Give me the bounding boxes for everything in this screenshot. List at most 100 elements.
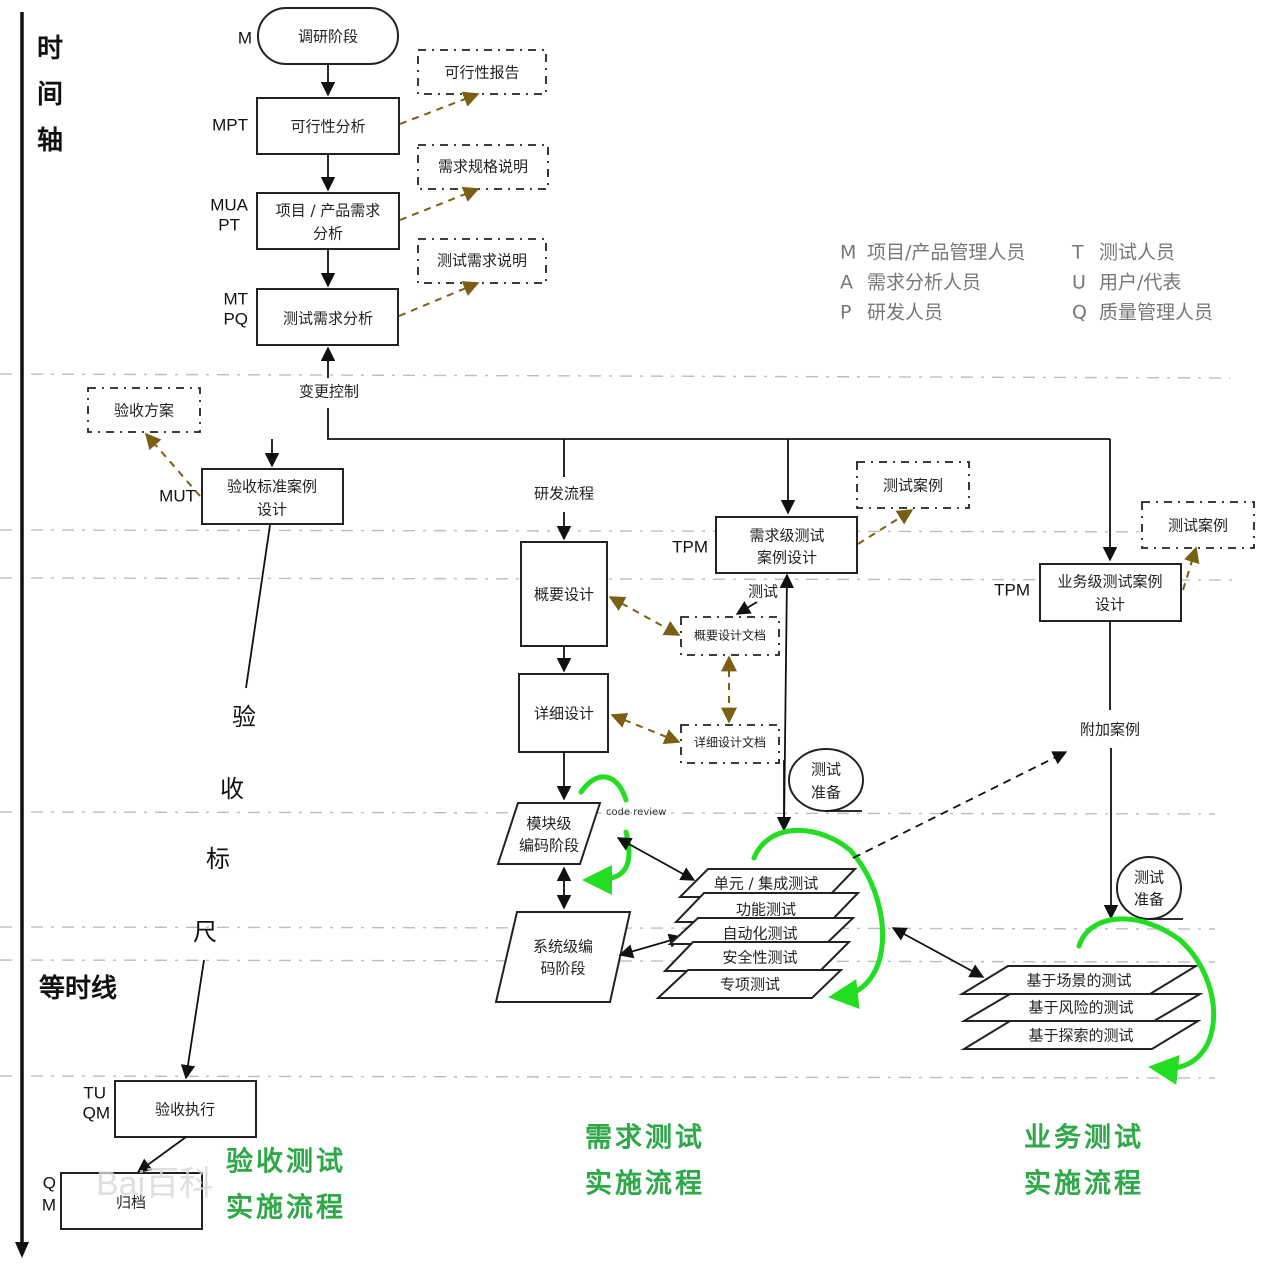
dev-flow-label: 研发流程 <box>534 485 594 503</box>
biz-test-cases-doc[interactable] <box>1141 501 1255 549</box>
acceptance-case-design-node[interactable] <box>201 468 344 525</box>
req-test-caption: 需求测试 <box>585 1123 705 1154</box>
req-test-cases-doc[interactable] <box>856 461 970 509</box>
feasibility-analysis-node[interactable] <box>256 97 400 155</box>
isochron-label: 等时线 <box>39 973 117 1004</box>
req-test-caption: 实施流程 <box>585 1168 705 1200</box>
outline-design-doc-label: 概要设计文档 <box>694 628 766 643</box>
system-coding-node[interactable] <box>494 911 632 1003</box>
detail-design-doc[interactable] <box>680 724 780 764</box>
acceptance-caption: 验收测试 <box>226 1146 346 1178</box>
module-coding-node[interactable] <box>496 802 602 865</box>
biz-test-cases-label: 测试案例 <box>1168 517 1228 535</box>
outline-design-label: 概要设计 <box>534 586 594 604</box>
test-requirement-analysis-label: 测试需求分析 <box>283 310 373 328</box>
extra-cases-label: 附加案例 <box>1080 721 1140 739</box>
role-tag: PT <box>218 215 240 234</box>
req-test-case-design-label: 案例设计 <box>757 549 817 567</box>
system-coding-label: 系统级编 <box>533 938 593 956</box>
legend-code: P <box>840 302 851 324</box>
output-arrow <box>144 432 201 497</box>
biz-test-prep-node[interactable] <box>1116 856 1182 920</box>
biz-test-case-design-label: 设计 <box>1095 596 1125 614</box>
development-flow: 研发流程 概要设计 详细设计 概要设计文档 详细设计文档 测试 模块级 编码阶段… <box>494 485 780 1003</box>
acceptance-plan-doc[interactable] <box>87 387 201 433</box>
biz-test-prep-label: 测试 <box>1134 869 1164 887</box>
code-review-curve-arrow <box>582 829 632 895</box>
test-layer-label: 专项测试 <box>720 976 780 994</box>
module-coding-label: 编码阶段 <box>519 837 579 855</box>
module-coding-label: 模块级 <box>526 815 571 833</box>
legend-code: U <box>1072 272 1086 294</box>
acceptance-caption: 实施流程 <box>226 1192 346 1224</box>
test-layer-label: 基于风险的测试 <box>1028 999 1133 1017</box>
biz-test-case-design-label: 业务级测试案例 <box>1057 573 1162 591</box>
code-review-label: code review <box>606 807 666 818</box>
unit-test-link-arrow <box>616 837 696 881</box>
biz-test-prep-label: 准备 <box>1134 891 1164 909</box>
axis-label-char: 轴 <box>37 126 63 156</box>
code-review-curve-top <box>578 774 629 803</box>
detail-design-node[interactable] <box>518 673 609 753</box>
legend-role: 用户/代表 <box>1099 272 1181 294</box>
test-layer-label: 安全性测试 <box>722 949 797 967</box>
role-tag: MT <box>223 289 248 308</box>
req-test-case-design-node[interactable] <box>715 516 858 574</box>
legend-code: A <box>840 272 853 294</box>
acceptance-flow: 验收方案 验收标准案例 设计 MUT 验 收 标 尺 验收执行 TU QM 归档… <box>42 387 346 1230</box>
ruler-label-char: 标 <box>206 845 230 873</box>
test-requirement-analysis-node[interactable] <box>256 288 399 346</box>
test-layer-label: 自动化测试 <box>722 925 797 943</box>
ruler-arrow <box>180 959 205 1080</box>
doc-link-arrow <box>610 712 681 745</box>
test-layer-label: 基于探索的测试 <box>1028 1027 1133 1045</box>
detail-design-doc-label: 详细设计文档 <box>694 735 766 750</box>
role-tag: Q <box>43 1173 56 1192</box>
output-arrow <box>399 91 480 125</box>
test-layer-special[interactable] <box>655 969 844 999</box>
legend-role: 项目/产品管理人员 <box>867 242 1025 264</box>
flow-arrow <box>136 1136 187 1173</box>
outline-design-doc[interactable] <box>680 616 780 656</box>
scenario-link-arrow <box>891 927 985 978</box>
branch-line <box>327 408 1110 440</box>
test-layer-label: 功能测试 <box>736 901 796 919</box>
change-control-label: 变更控制 <box>299 383 359 401</box>
auto-test-link-arrow <box>618 933 684 959</box>
role-tag: PQ <box>223 309 248 328</box>
req-test-cycle-curve <box>751 827 886 1009</box>
test-layer-exploratory[interactable] <box>960 1020 1202 1050</box>
feasibility-report-label: 可行性报告 <box>444 64 519 82</box>
main-flow: 调研阶段 M 可行性分析 MPT 可行性报告 项目 / 产品需求 分析 MUA … <box>210 7 1118 562</box>
business-test-flow: 业务级测试案例 设计 TPM 测试案例 附加案例 测试 准备 基于场景的测试 基… <box>958 501 1255 1200</box>
time-axis-arrow-icon <box>15 1242 29 1258</box>
role-tag: TPM <box>994 580 1030 599</box>
watermark: Bai百科 <box>96 1165 213 1203</box>
test-requirement-spec-doc[interactable] <box>417 238 547 284</box>
ruler-label-char: 验 <box>232 703 256 731</box>
acceptance-case-design-label: 设计 <box>257 501 287 519</box>
feasibility-report-doc[interactable] <box>417 49 547 95</box>
role-tag: MPT <box>212 115 248 134</box>
test-note-label: 测试 <box>748 583 778 601</box>
role-tag: M <box>238 28 252 47</box>
role-tag: QM <box>83 1103 110 1122</box>
archive-node[interactable] <box>60 1172 203 1230</box>
req-test-prep-node[interactable] <box>788 748 864 812</box>
product-requirement-analysis-node[interactable] <box>256 192 400 250</box>
research-stage-label: 调研阶段 <box>298 28 358 46</box>
biz-test-case-design-node[interactable] <box>1039 563 1182 622</box>
outline-design-node[interactable] <box>520 541 608 647</box>
requirement-spec-doc[interactable] <box>417 144 549 190</box>
role-tag: MUT <box>159 486 196 505</box>
archive-label: 归档 <box>116 1194 146 1212</box>
biz-test-caption: 业务测试 <box>1024 1123 1144 1154</box>
axis-label-char: 时 <box>37 34 63 64</box>
requirement-spec-label: 需求规格说明 <box>438 158 528 176</box>
product-requirement-analysis-label: 项目 / 产品需求 <box>276 202 381 220</box>
req-test-prep-label: 准备 <box>811 784 841 802</box>
acceptance-execution-node[interactable] <box>114 1080 257 1138</box>
legend-code: T <box>1071 242 1084 264</box>
role-tag: MUA <box>210 195 248 214</box>
